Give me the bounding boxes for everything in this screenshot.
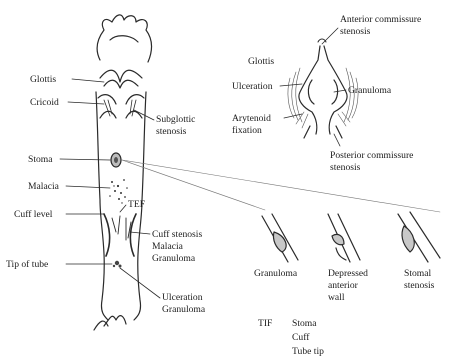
label-stoma: Stoma (28, 154, 53, 165)
label-malacia-cuff: Malacia (152, 241, 184, 252)
label-cuff-level: Cuff level (14, 209, 53, 220)
label-granuloma-bottom: Granuloma (162, 304, 206, 315)
stoma-inset-labels: Granuloma Depressed anterior wall Stomal… (254, 268, 435, 303)
stoma-inset-stomal-stenosis (398, 212, 440, 262)
label-posterior-commissure: Posterior commissure (330, 150, 413, 161)
label-glottis: Glottis (30, 74, 56, 85)
tif-list: TIF Stoma Cuff Tube tip (258, 318, 324, 357)
label-stomal: Stomal (404, 268, 432, 279)
tif-item-stoma: Stoma (292, 318, 317, 329)
stoma-inset-depressed-wall (328, 214, 360, 262)
label-cricoid: Cricoid (30, 97, 59, 108)
stoma-inset-granuloma (262, 214, 298, 262)
label-wall: wall (328, 292, 345, 303)
label-tip-of-tube: Tip of tube (6, 259, 48, 270)
malacia-speckles (109, 179, 128, 204)
airway-illustration (94, 15, 152, 330)
label-granuloma-view: Granuloma (348, 85, 392, 96)
label-posterior-stenosis: stenosis (330, 162, 361, 173)
tube-tip-granuloma (113, 261, 122, 268)
label-arytenoid: Arytenoid (232, 113, 271, 124)
label-subglottic: Subglottic (156, 114, 195, 125)
label-tif: TIF (258, 318, 272, 329)
label-glottis-view: Glottis (248, 56, 274, 67)
label-tef: TEF (128, 199, 145, 210)
label-anterior-stenosis: stenosis (340, 26, 371, 37)
label-anterior-commissure: Anterior commissure (340, 14, 421, 25)
label-granuloma-inset: Granuloma (254, 268, 298, 279)
label-subglottic-stenosis: stenosis (156, 126, 187, 137)
left-labels: Glottis Cricoid Subglottic stenosis Stom… (6, 74, 206, 315)
label-anterior: anterior (328, 280, 359, 291)
label-malacia: Malacia (28, 181, 60, 192)
inset-connector-lines (122, 160, 440, 212)
tif-item-cuff: Cuff (292, 332, 310, 343)
label-ulceration: Ulceration (162, 292, 203, 303)
label-arytenoid-fixation: fixation (232, 125, 262, 136)
glottic-leader-lines (280, 28, 346, 146)
label-ulceration-view: Ulceration (232, 81, 273, 92)
label-cuff-stenosis: Cuff stenosis (152, 229, 202, 240)
glottic-view-labels: Anterior commissure stenosis Glottis Ulc… (232, 14, 421, 173)
label-depressed: Depressed (328, 268, 368, 279)
label-granuloma-cuff: Granuloma (152, 253, 196, 264)
label-stomal-stenosis: stenosis (404, 280, 435, 291)
tif-item-tube-tip: Tube tip (292, 346, 324, 357)
